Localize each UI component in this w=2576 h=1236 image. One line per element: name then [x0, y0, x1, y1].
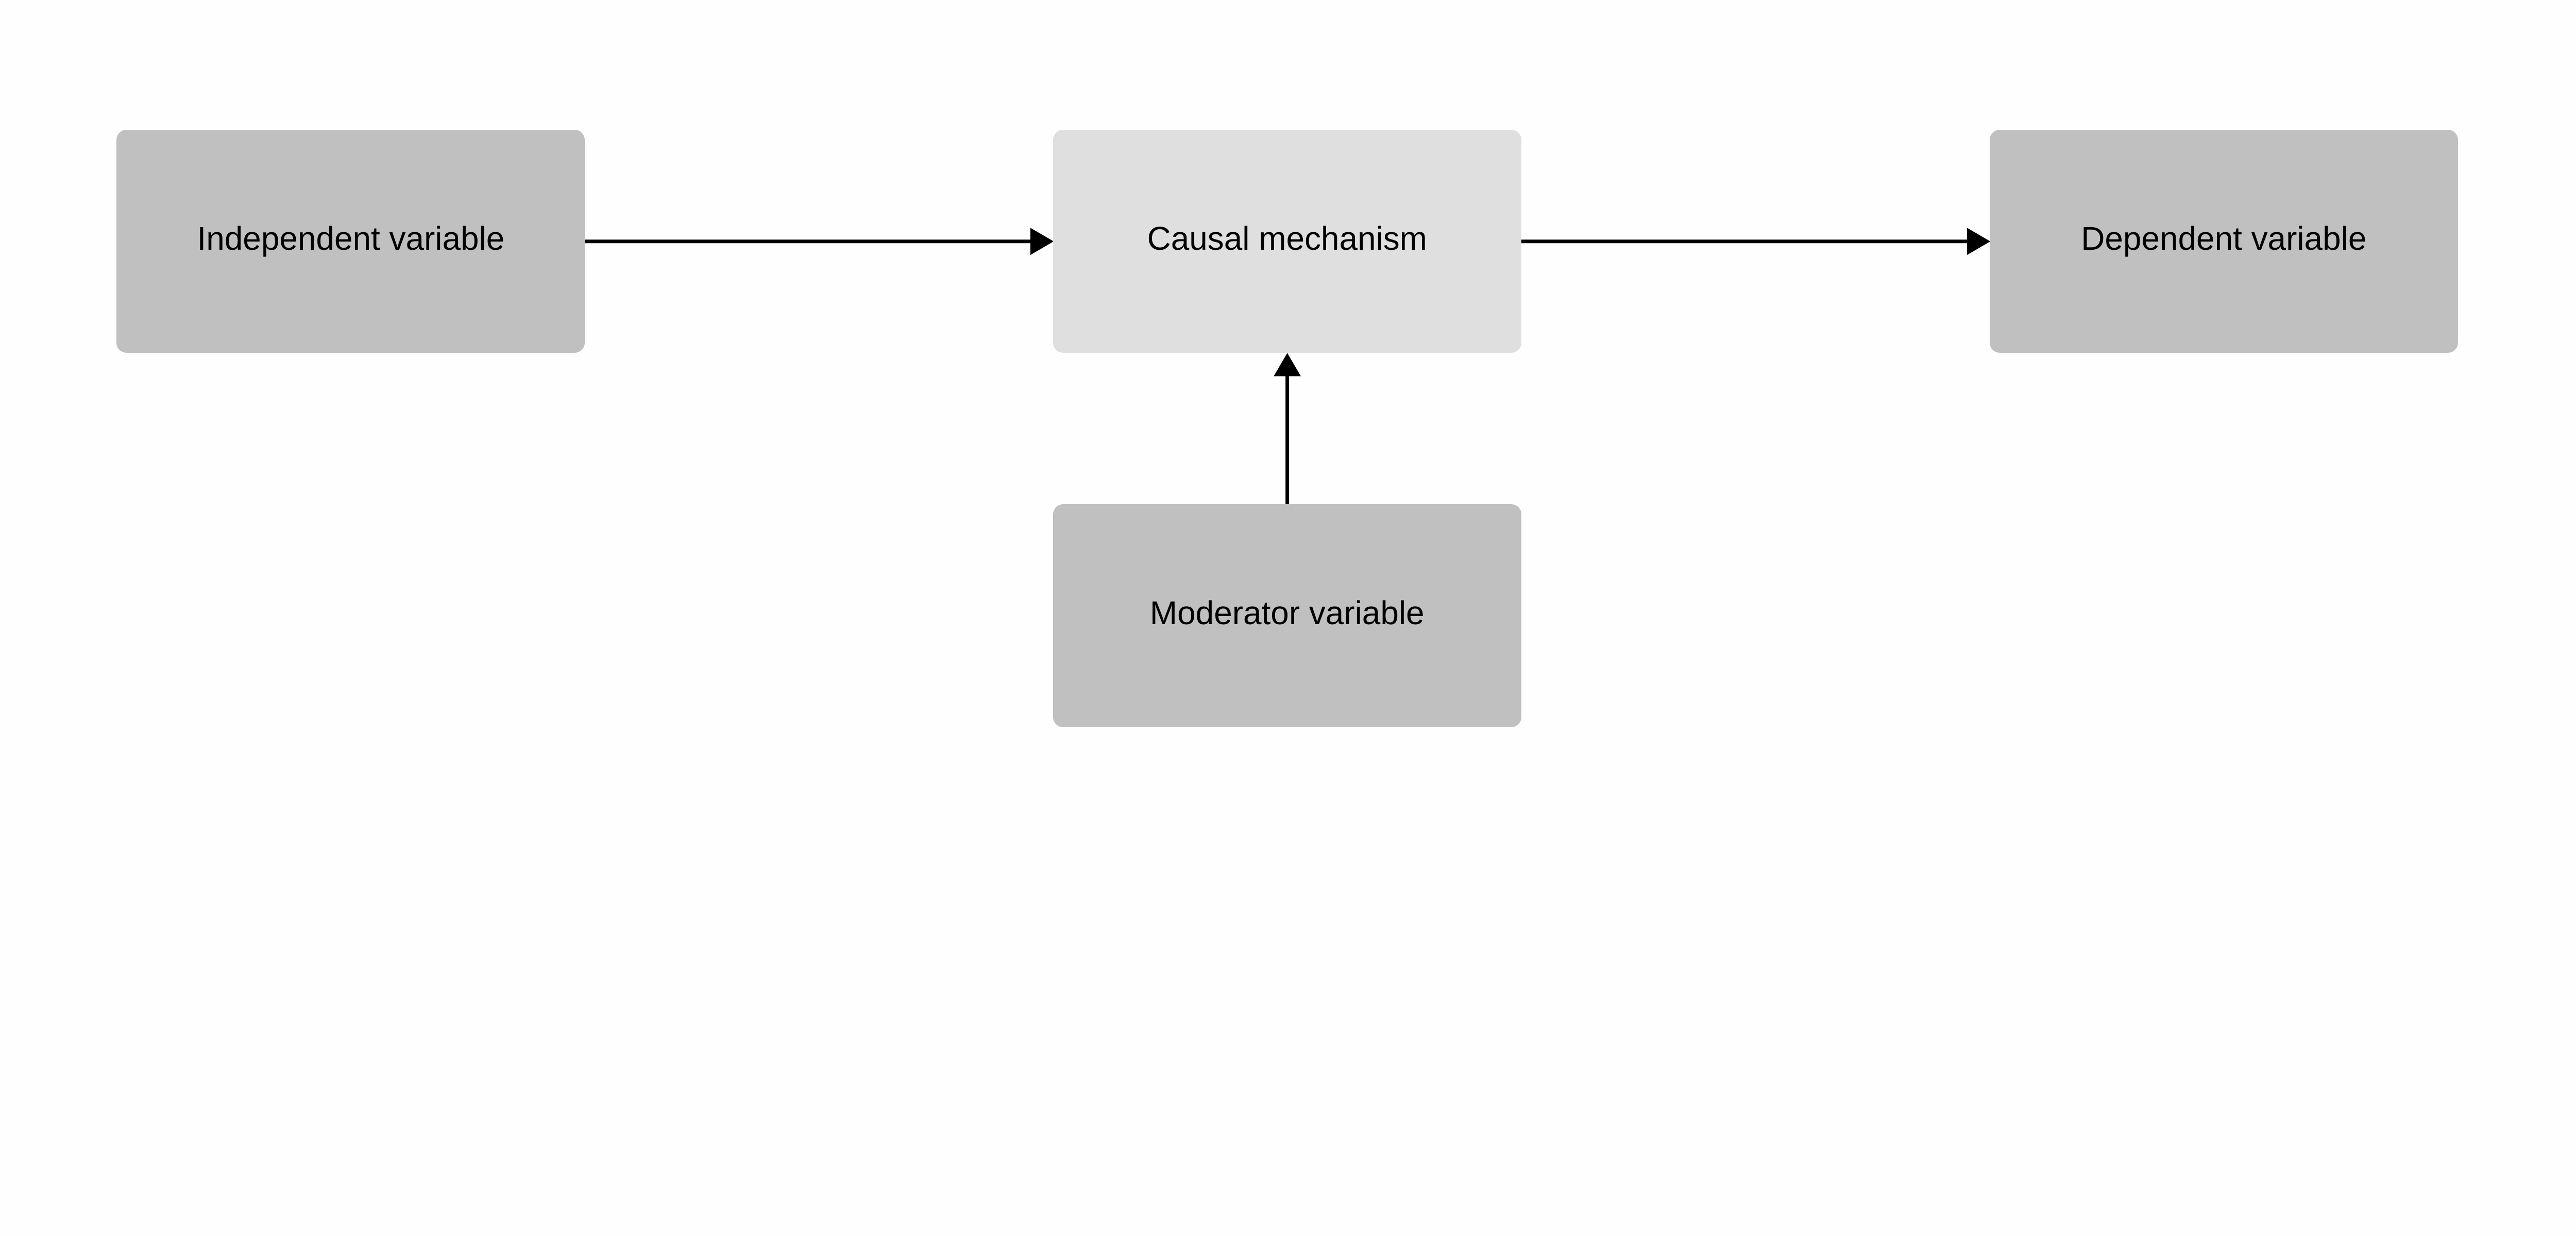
moderator-variable-node: Moderator variable	[1053, 504, 1521, 728]
dependent-variable-node: Dependent variable	[1989, 130, 2458, 353]
edge-moderator-to-mechanism	[1274, 353, 1301, 505]
node-label: Independent variable	[197, 220, 505, 258]
arrowhead-icon	[1030, 228, 1054, 255]
arrowhead-icon	[1967, 228, 1991, 255]
independent-variable-node: Independent variable	[116, 130, 585, 353]
node-label: Dependent variable	[2081, 220, 2367, 258]
edge-independent-to-mechanism	[585, 228, 1054, 255]
causal-mechanism-node: Causal mechanism	[1053, 130, 1521, 353]
edges-layer	[585, 228, 1991, 505]
node-label: Causal mechanism	[1147, 220, 1427, 258]
node-label: Moderator variable	[1149, 594, 1425, 632]
edge-mechanism-to-dependent	[1521, 228, 1991, 255]
diagram-canvas: Independent variable Causal mechanism De…	[116, 130, 2458, 728]
arrowhead-icon	[1274, 353, 1301, 376]
